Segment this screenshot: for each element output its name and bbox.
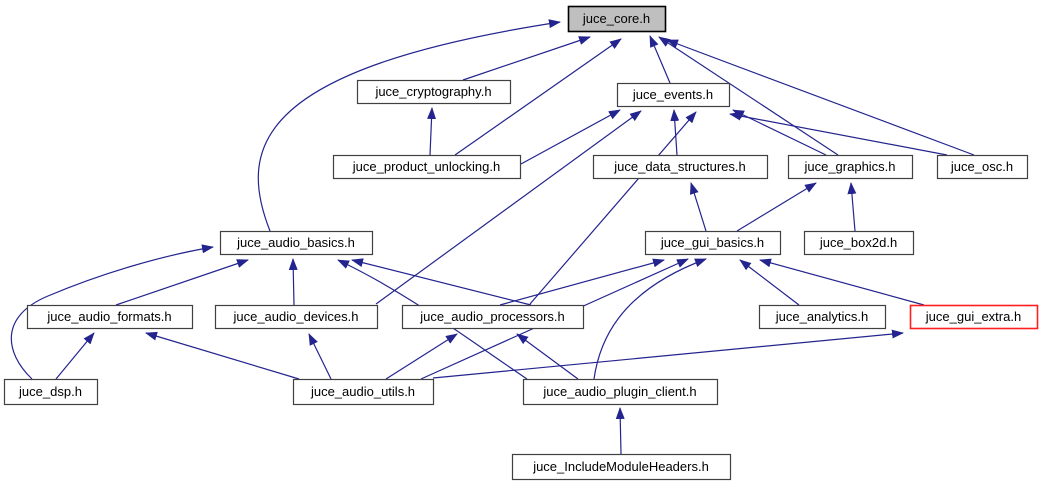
edge-audio_processors-to-gui_basics xyxy=(499,258,665,306)
node-box-analytics xyxy=(758,304,887,330)
node-audio_basics[interactable]: juce_audio_basics.h xyxy=(219,230,374,256)
node-events[interactable]: juce_events.h xyxy=(616,82,731,108)
edge-product_unlocking-to-core xyxy=(454,38,622,156)
edge-audio_processors-to-audio_basics xyxy=(351,258,532,306)
node-label-include_module_headers: juce_IncludeModuleHeaders.h xyxy=(532,459,709,474)
node-box-box2d xyxy=(803,230,915,256)
edge-osc-to-core xyxy=(666,39,975,156)
node-audio_processors[interactable]: juce_audio_processors.h xyxy=(401,304,585,330)
node-box-gui_extra xyxy=(909,304,1039,330)
edge-dsp-to-audio_basics xyxy=(10,244,214,380)
edge-box2d-to-graphics xyxy=(847,182,857,232)
edge-product_unlocking-to-events xyxy=(520,109,621,165)
edge-data_structures-to-events xyxy=(670,109,680,156)
node-label-audio_processors: juce_audio_processors.h xyxy=(419,309,565,324)
node-box-osc xyxy=(936,154,1029,180)
node-product_unlocking[interactable]: juce_product_unlocking.h xyxy=(332,154,522,180)
node-box-dsp xyxy=(3,378,99,406)
node-box-include_module_headers xyxy=(511,453,732,481)
node-box-audio_formats xyxy=(26,304,194,330)
node-dsp[interactable]: juce_dsp.h xyxy=(3,378,99,406)
node-label-gui_extra: juce_gui_extra.h xyxy=(925,309,1021,324)
node-gui_extra[interactable]: juce_gui_extra.h xyxy=(909,304,1039,330)
edge-gui_basics-to-graphics xyxy=(736,182,817,232)
edge-audio_utils-to-audio_processors xyxy=(385,333,458,380)
edge-osc-to-events xyxy=(729,111,948,156)
node-data_structures[interactable]: juce_data_structures.h xyxy=(592,154,769,180)
node-label-dsp: juce_dsp.h xyxy=(18,384,82,399)
node-box-data_structures xyxy=(592,154,769,180)
edge-events-to-core xyxy=(649,35,671,84)
edge-audio_devices-to-audio_basics xyxy=(288,258,298,306)
node-label-audio_formats: juce_audio_formats.h xyxy=(46,309,171,324)
node-box-core xyxy=(567,5,667,33)
node-audio_formats[interactable]: juce_audio_formats.h xyxy=(26,304,194,330)
node-analytics[interactable]: juce_analytics.h xyxy=(758,304,887,330)
edge-product_unlocking-to-cryptography xyxy=(427,107,437,156)
edge-analytics-to-gui_basics xyxy=(739,259,800,306)
node-core: juce_core.h xyxy=(567,5,667,33)
node-audio_plugin_client[interactable]: juce_audio_plugin_client.h xyxy=(522,378,719,406)
edge-audio_processors-to-events xyxy=(529,111,697,305)
node-box-cryptography xyxy=(356,79,512,105)
edge-audio_formats-to-audio_basics xyxy=(115,259,249,306)
node-include_module_headers[interactable]: juce_IncludeModuleHeaders.h xyxy=(511,453,732,481)
node-box-events xyxy=(616,82,731,108)
node-graphics[interactable]: juce_graphics.h xyxy=(787,154,914,180)
node-label-osc: juce_osc.h xyxy=(950,159,1013,174)
node-audio_devices[interactable]: juce_audio_devices.h xyxy=(214,304,379,330)
edge-audio_plugin_client-to-audio_processors xyxy=(516,333,579,380)
node-label-audio_devices: juce_audio_devices.h xyxy=(232,309,358,324)
edge-dsp-to-audio_formats xyxy=(55,332,95,380)
edge-audio_devices-to-events xyxy=(375,110,642,305)
node-box-product_unlocking xyxy=(332,154,522,180)
node-cryptography[interactable]: juce_cryptography.h xyxy=(356,79,512,105)
node-box2d[interactable]: juce_box2d.h xyxy=(803,230,915,256)
node-label-product_unlocking: juce_product_unlocking.h xyxy=(352,159,500,174)
edge-audio_basics-to-core xyxy=(257,19,561,232)
node-osc[interactable]: juce_osc.h xyxy=(936,154,1029,180)
node-box-audio_processors xyxy=(401,304,585,330)
edge-audio_utils-to-audio_formats xyxy=(145,331,300,380)
node-label-analytics: juce_analytics.h xyxy=(775,309,869,324)
node-box-audio_plugin_client xyxy=(522,378,719,406)
node-label-events: juce_events.h xyxy=(632,87,713,102)
edge-gui_basics-to-data_structures xyxy=(689,182,707,232)
node-label-box2d: juce_box2d.h xyxy=(819,235,897,250)
node-label-audio_utils: juce_audio_utils.h xyxy=(310,384,415,399)
node-label-cryptography: juce_cryptography.h xyxy=(374,84,491,99)
node-box-audio_devices xyxy=(214,304,379,330)
node-label-audio_plugin_client: juce_audio_plugin_client.h xyxy=(542,384,696,399)
edge-cryptography-to-core xyxy=(462,36,591,81)
node-box-audio_basics xyxy=(219,230,374,256)
edge-audio_utils-to-audio_devices xyxy=(308,333,332,380)
node-audio_utils[interactable]: juce_audio_utils.h xyxy=(292,378,435,406)
node-label-audio_basics: juce_audio_basics.h xyxy=(236,235,355,250)
edge-graphics-to-core xyxy=(658,36,839,156)
edge-audio_utils-to-gui_extra xyxy=(432,329,904,379)
node-label-graphics: juce_graphics.h xyxy=(803,159,895,174)
edge-audio_plugin_client-to-gui_basics xyxy=(593,258,707,380)
edge-gui_extra-to-gui_basics xyxy=(759,258,925,306)
node-label-gui_basics: juce_gui_basics.h xyxy=(660,235,764,250)
node-gui_basics[interactable]: juce_gui_basics.h xyxy=(644,230,782,256)
node-box-gui_basics xyxy=(644,230,782,256)
edge-include_module_headers-to-audio_plugin_client xyxy=(615,407,625,455)
node-box-audio_utils xyxy=(292,378,435,406)
node-label-data_structures: juce_data_structures.h xyxy=(613,159,746,174)
node-label-core: juce_core.h xyxy=(582,11,650,26)
node-box-graphics xyxy=(787,154,914,180)
